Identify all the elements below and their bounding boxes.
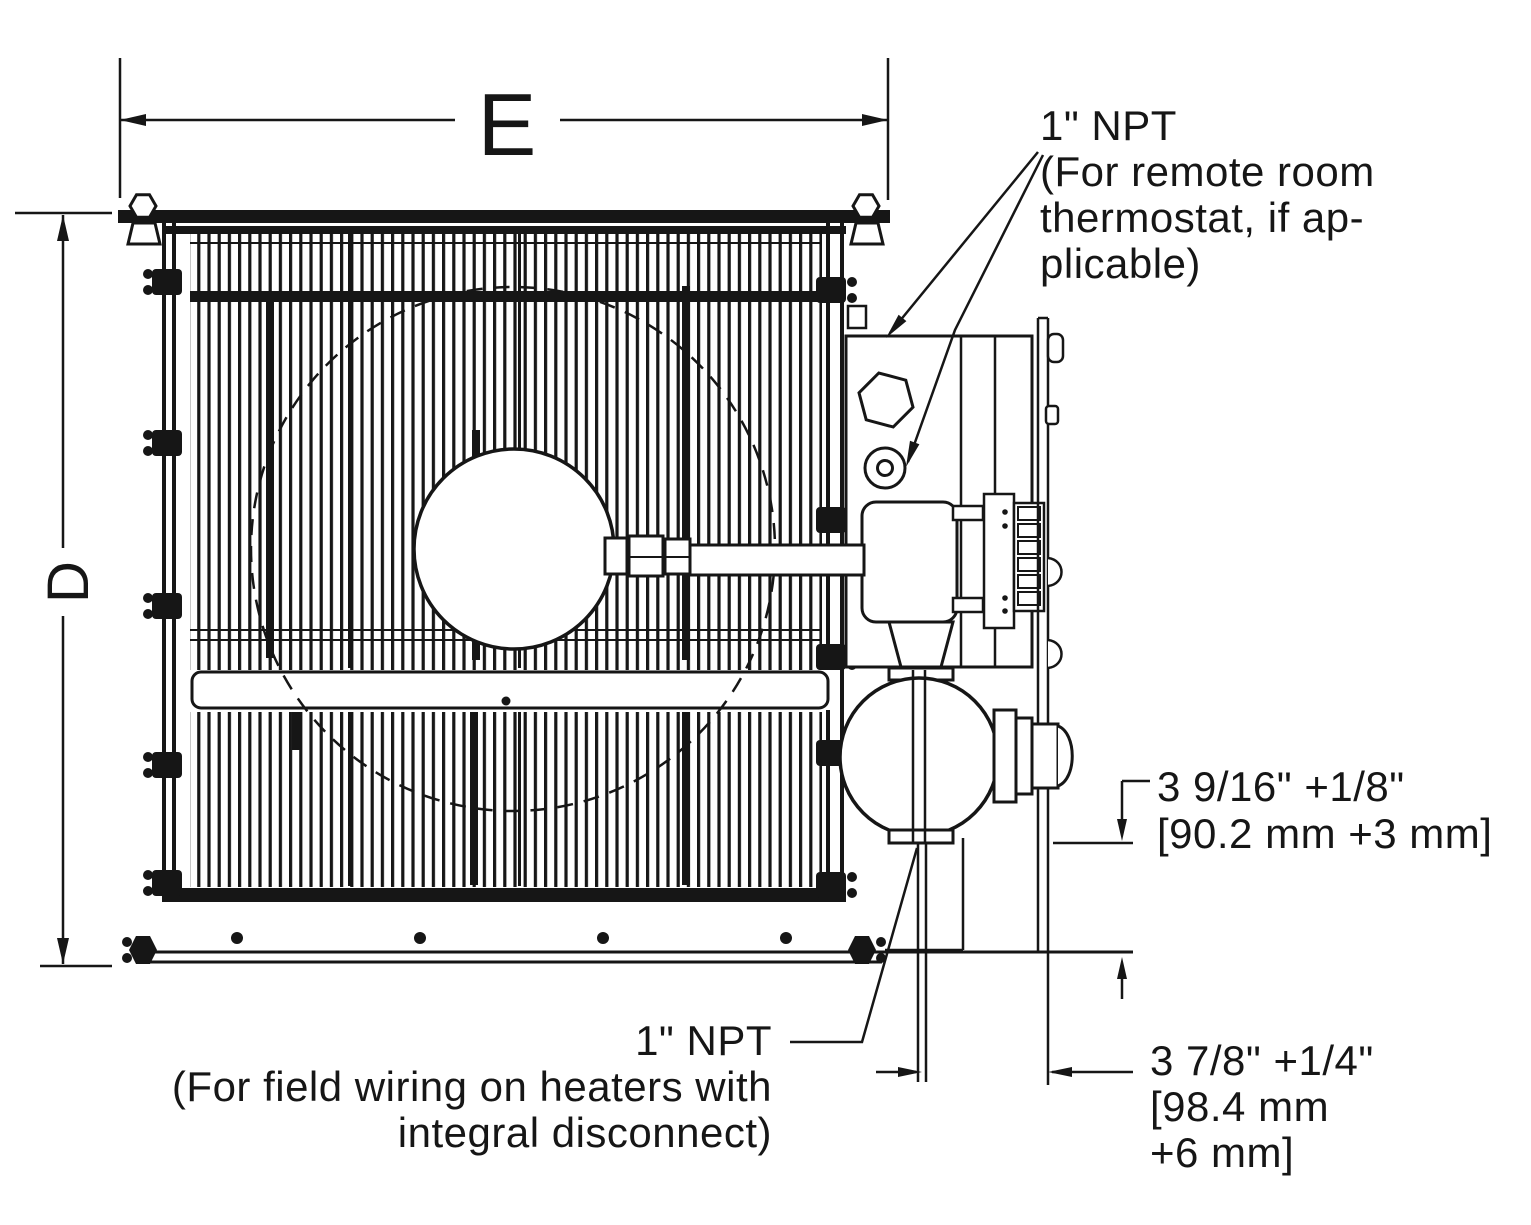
louver-bar-screw [501, 696, 511, 706]
terminal-strip [1012, 501, 1046, 613]
mount-bracket-top-left [126, 193, 162, 246]
thermostat-knockout-center [876, 459, 894, 477]
shaft-coupling [603, 536, 629, 576]
control-assembly [838, 304, 1074, 1085]
annotations: 1" NPT (For remote room thermostat, if a… [172, 102, 1492, 1176]
shaft-body [688, 543, 866, 577]
panel-bolt [780, 932, 792, 944]
motor-hub [412, 447, 616, 651]
left-rail-bolts [143, 269, 182, 896]
e-arrow-left [120, 114, 146, 126]
dimension-width-e: E [118, 58, 890, 200]
grille-cross-band [190, 291, 822, 302]
dim-text-offset-vertical: 3 9/16" +1/8" [90.2 mm +3 mm] [1157, 763, 1492, 857]
grille-shadow-stripe [682, 286, 690, 660]
leader-remote-1 [889, 151, 1039, 334]
dim-label-d: D [36, 561, 101, 603]
callout-remote-line1: 1" NPT [1040, 102, 1177, 149]
mount-bracket-bottom-right [848, 936, 886, 964]
d-arrow-bottom [57, 938, 69, 964]
hex-plug [857, 371, 915, 429]
grille-mullion [518, 712, 521, 886]
offset-v-text-line2: [90.2 mm +3 mm] [1157, 810, 1492, 857]
offset-v-arrow-down [1117, 819, 1127, 841]
rail-tab [1044, 404, 1060, 426]
callout-remote-line3: thermostat, if ap- [1040, 194, 1364, 241]
offset-v-text-line1: 3 9/16" +1/8" [1157, 763, 1405, 810]
disconnect-housing [838, 676, 1000, 838]
plate-screw [1002, 608, 1008, 614]
offset-h-arrow-right [898, 1067, 922, 1077]
box-top-bracket [846, 304, 868, 330]
mounting-plate [982, 492, 1016, 630]
callout-field-line1: 1" NPT [635, 1017, 772, 1064]
louver-bar [190, 670, 830, 710]
callout-field-wiring: 1" NPT (For field wiring on heaters with… [172, 1017, 772, 1156]
plate-screw [1002, 595, 1008, 601]
callout-remote-line2: (For remote room [1040, 148, 1375, 195]
junction-box-tab [951, 596, 985, 614]
housing-funnel [887, 620, 955, 669]
plate-screw [1002, 523, 1008, 529]
e-arrow-right [862, 114, 888, 126]
callout-field-line2: (For field wiring on heaters with [172, 1063, 772, 1110]
heater-unit [118, 193, 1133, 964]
rail-tab [1047, 556, 1063, 588]
dimension-offset-horizontal [876, 1067, 1133, 1077]
grille-mullion [348, 234, 351, 668]
top-mounting-strip [118, 210, 890, 223]
rail-tab [1046, 332, 1065, 364]
leader-lines [790, 151, 1045, 1044]
grille-frame-top [162, 226, 846, 234]
dim-label-e: E [478, 75, 537, 174]
grille-shadow-stripe [682, 712, 690, 885]
callout-remote-thermostat: 1" NPT (For remote room thermostat, if a… [1040, 102, 1375, 287]
motor-shaft [603, 534, 866, 578]
grille-shadow-stripe [470, 712, 478, 885]
plate-screw [1002, 509, 1008, 515]
offset-v-arrow-up [1117, 957, 1127, 979]
d-arrow-top [57, 215, 69, 241]
junction-box [860, 500, 959, 624]
grille-frame-bottom [162, 888, 846, 902]
mount-bracket-top-right [849, 193, 885, 246]
panel-bolt [414, 932, 426, 944]
dimension-height-d: D [15, 211, 112, 968]
junction-box-tab [951, 504, 985, 522]
bottom-panel [162, 902, 846, 952]
conduit-pipe [992, 708, 1074, 804]
leader-remote-2-arrow [906, 440, 920, 467]
dim-text-offset-horizontal: 3 7/8" +1/4" [98.4 mm +6 mm] [1150, 1037, 1374, 1176]
panel-bolt [231, 932, 243, 944]
dimension-offset-vertical [1053, 779, 1150, 999]
leader-remote-1-arrow [886, 314, 907, 338]
rail-tab [1047, 638, 1063, 670]
callout-field-line3: integral disconnect) [398, 1109, 772, 1156]
housing-bottom-bracket [887, 828, 955, 845]
grille-mullion [348, 712, 351, 886]
panel-bolt [597, 932, 609, 944]
grille-shadow-stripe [292, 712, 301, 750]
offset-h-text-line1: 3 7/8" +1/4" [1150, 1037, 1374, 1084]
offset-h-text-line3: +6 mm] [1150, 1129, 1294, 1176]
leader-field-wiring [790, 847, 919, 1044]
grille-shadow-stripe [266, 302, 274, 658]
offset-h-arrow-left [1048, 1067, 1072, 1077]
mount-bracket-bottom-left [122, 936, 157, 964]
leader-remote-2 [906, 154, 1045, 463]
grille-lower [190, 712, 822, 887]
callout-remote-line4: plicable) [1040, 240, 1201, 287]
offset-h-text-line2: [98.4 mm [1150, 1083, 1329, 1130]
